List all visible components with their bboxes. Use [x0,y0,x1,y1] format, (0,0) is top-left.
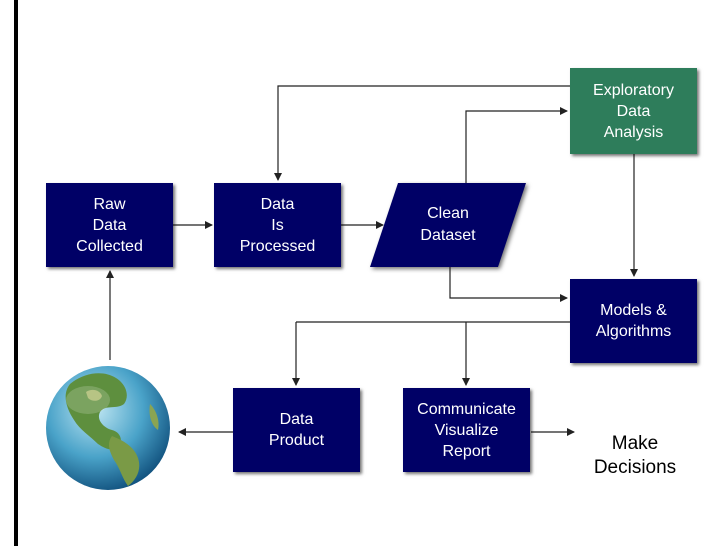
arrow-eda-to-processed [274,85,570,181]
communicate-label: Communicate Visualize Report [417,400,516,460]
make-decisions-label: Make Decisions [593,433,677,478]
exploratory-label: Exploratory Data Analysis [593,81,674,141]
models-algorithms-box: Models & Algorithms [570,279,697,363]
data-processed-label: Data Is Processed [239,195,316,255]
raw-data-collected-box: Raw Data Collected [46,183,173,267]
clean-dataset-node: Clean Dataset [384,183,512,267]
left-border-bar [14,0,18,546]
arrow-clean-to-models [449,267,568,302]
exploratory-data-analysis-box: Exploratory Data Analysis [570,68,697,154]
data-product-label: Data Product [268,411,325,449]
communicate-visualize-report-box: Communicate Visualize Report [403,388,530,472]
earth-globe-icon [46,366,170,490]
arrow-clean-to-eda [465,107,568,183]
clean-dataset-label: Clean Dataset [420,205,476,244]
models-label: Models & Algorithms [595,302,672,340]
clean-dataset-shape [370,183,526,267]
data-product-box: Data Product [233,388,360,472]
data-processed-box: Data Is Processed [214,183,341,267]
make-decisions-text: Make Decisions [580,408,690,478]
raw-data-label: Raw Data Collected [76,195,143,255]
